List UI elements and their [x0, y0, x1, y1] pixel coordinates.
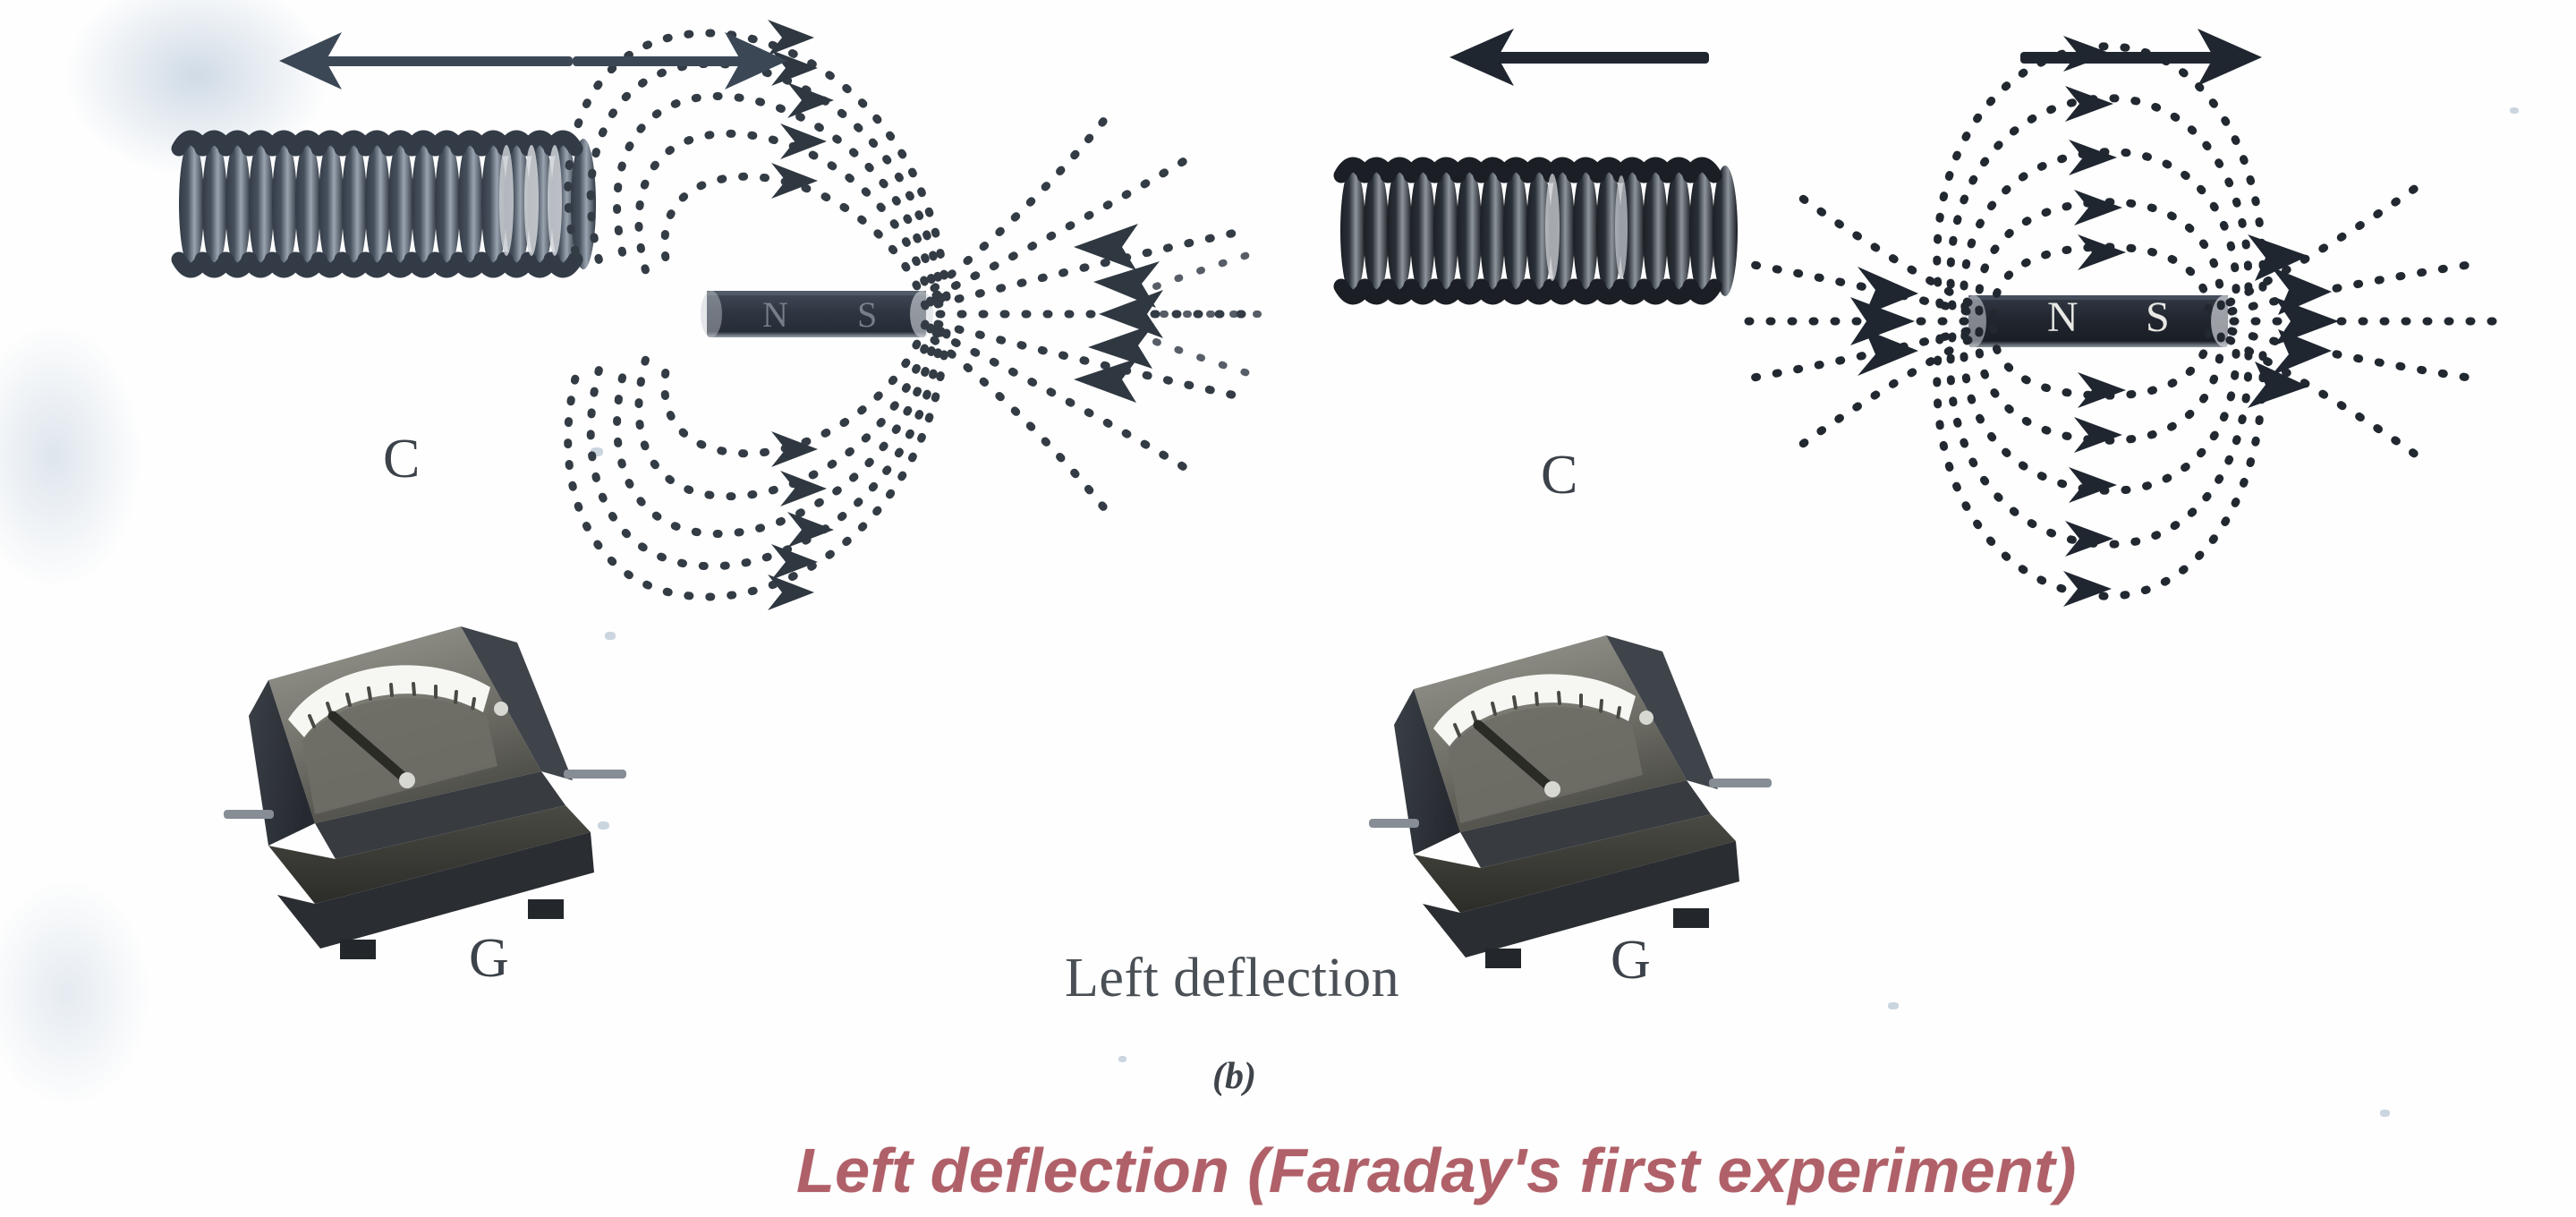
- coil-label-right: C: [1541, 445, 1578, 506]
- field-arrowheads-right: [2063, 36, 2126, 607]
- left-panel: [171, 20, 1265, 959]
- field-arrowheads-left: [768, 20, 834, 610]
- magnetic-field-lines-left: [564, 29, 951, 601]
- field-convergence-arrows-right-panel-left: [1850, 267, 1918, 376]
- field-radiating-right-pole-left-panel: [930, 114, 1257, 515]
- motion-arrows-left-panel: [279, 32, 787, 89]
- galvanometer-right: [1369, 635, 1772, 968]
- galvanometer-label-right: G: [1611, 930, 1651, 991]
- solenoid-coil-right: [1333, 157, 1738, 305]
- galvanometer-left: [224, 626, 626, 959]
- galvanometer-label-left: G: [469, 928, 509, 989]
- solenoid-coil-left: [171, 130, 596, 278]
- field-tail-dots-left-panel: [1152, 249, 1265, 379]
- field-convergence-arrows-left-panel: [1074, 224, 1163, 403]
- bar-magnet-right: [1961, 295, 2238, 347]
- field-radiating-left-pole-right-panel: [1731, 187, 1973, 455]
- bar-magnet-left: [701, 291, 933, 337]
- coil-label-left: C: [383, 429, 421, 489]
- deflection-label: Left deflection: [1065, 948, 1400, 1008]
- motion-arrows-right-panel: [1450, 29, 2262, 86]
- subfigure-label: (b): [1212, 1056, 1256, 1097]
- figure-caption: Left deflection (Faraday's first experim…: [796, 1136, 2077, 1205]
- field-radiating-right-pole-right-panel: [2225, 178, 2510, 464]
- right-panel: [1333, 29, 2510, 968]
- field-convergence-arrows-right-panel-right: [2248, 234, 2339, 408]
